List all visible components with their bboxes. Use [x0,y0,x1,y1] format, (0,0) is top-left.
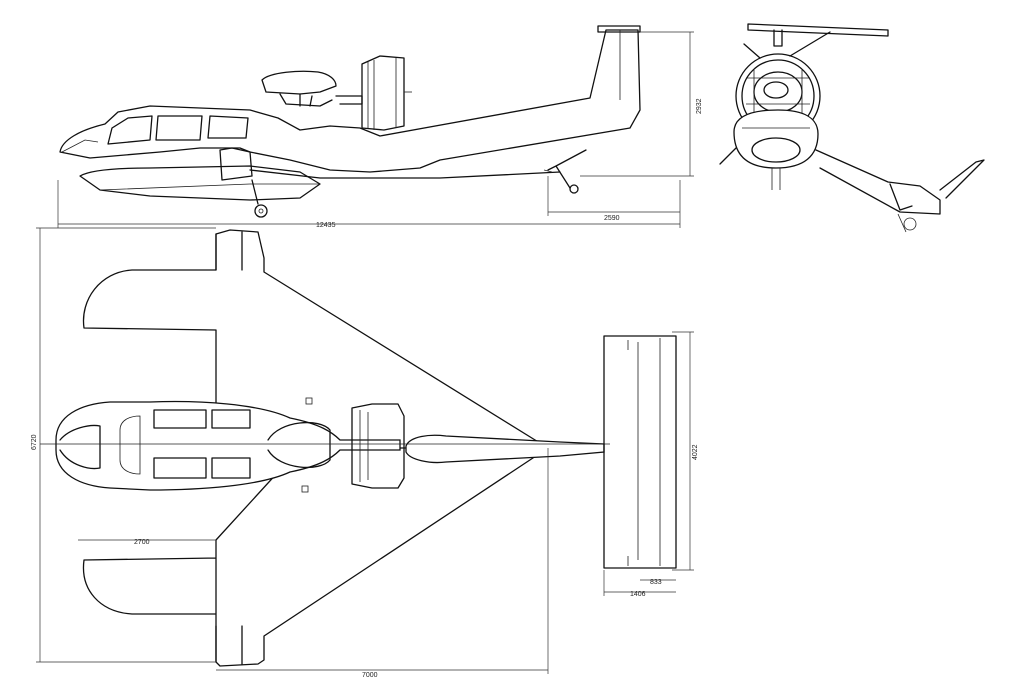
tail-chord-a-label: 833 [650,579,662,586]
tail-chord-b-label: 1406 [630,591,646,598]
plan-view: 6720 2700 4022 833 1406 7000 [31,227,699,679]
total-span-label: 6720 [31,434,38,450]
overall-length-label: 12435 [316,222,336,229]
side-view: 12435 2932 2590 [57,25,703,229]
tail-span-label: 4022 [692,444,699,460]
front-view [719,23,985,233]
wing-chord-label: 2700 [134,539,150,546]
tail-wheel-offset-label: 2590 [604,215,620,222]
height-label: 2932 [696,98,703,114]
bottom-length-label: 7000 [362,672,378,679]
